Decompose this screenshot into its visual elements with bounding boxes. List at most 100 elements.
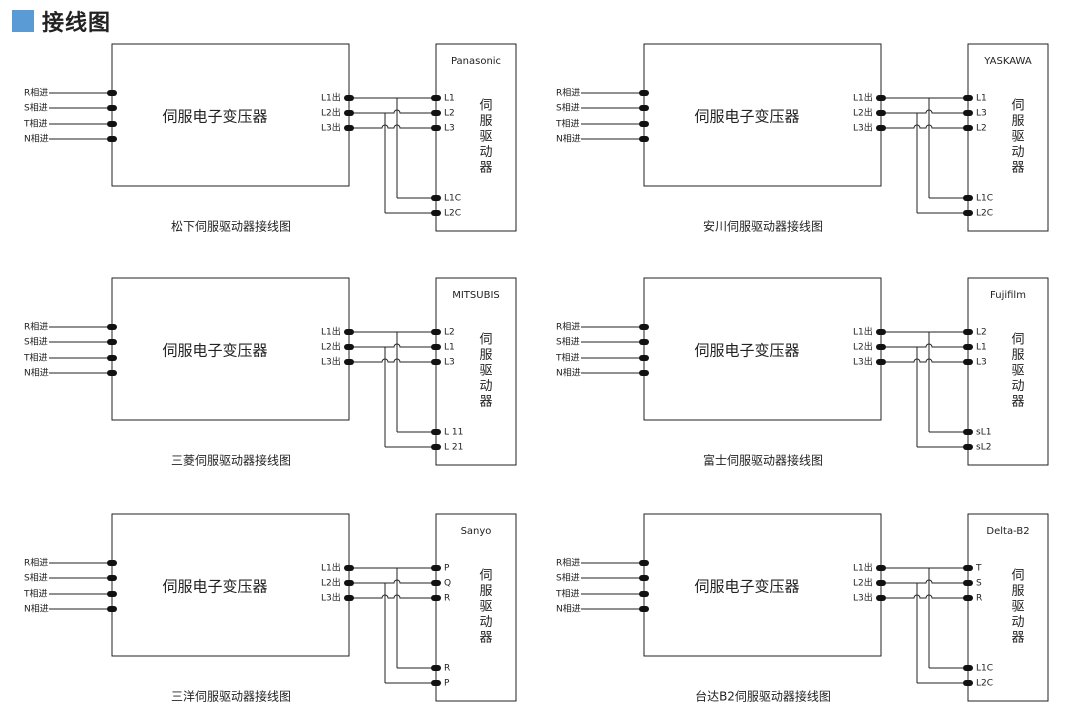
output-terminal: [344, 110, 354, 116]
input-terminal: [107, 339, 117, 345]
input-label: T相进: [555, 352, 580, 364]
driver-label-char: 驱: [1011, 364, 1024, 379]
input-label: T相进: [23, 588, 48, 600]
driver-label-char: 服: [1011, 348, 1024, 363]
output-terminal: [344, 344, 354, 350]
output-label: L1出: [321, 326, 341, 338]
input-terminal: [639, 591, 649, 597]
driver-label-char: 动: [1011, 615, 1024, 630]
input-terminal: [107, 560, 117, 566]
input-label: R相进: [24, 87, 48, 99]
driver-terminal: [963, 125, 973, 131]
control-terminal-label: L 11: [444, 428, 463, 438]
diagram-caption: 松下伺服驱动器接线图: [171, 219, 291, 234]
transformer-label: 伺服电子变压器: [694, 108, 799, 126]
output-wire: [354, 343, 436, 348]
transformer-label: 伺服电子变压器: [694, 342, 799, 360]
driver-terminal: [963, 565, 973, 571]
driver-label-char: 器: [1011, 395, 1024, 410]
output-wire: [886, 124, 968, 129]
input-terminal: [107, 575, 117, 581]
input-label: S相进: [556, 102, 580, 114]
input-terminal: [639, 324, 649, 330]
driver-label-char: 器: [479, 395, 492, 410]
driver-terminal-label: T: [975, 564, 982, 574]
output-label: L3出: [321, 122, 341, 134]
output-terminal: [876, 565, 886, 571]
output-terminal: [876, 359, 886, 365]
driver-terminal: [431, 329, 441, 335]
driver-terminal: [963, 580, 973, 586]
output-terminal: [344, 329, 354, 335]
driver-terminal: [431, 125, 441, 131]
output-label: L3出: [321, 592, 341, 604]
output-label: L2出: [321, 577, 341, 589]
control-terminal: [431, 195, 441, 201]
input-label: N相进: [24, 603, 49, 615]
diagram-caption: 三菱伺服驱动器接线图: [171, 453, 291, 468]
driver-terminal-label: L3: [444, 124, 455, 134]
driver-box: [967, 277, 1049, 466]
output-wire: [886, 579, 968, 584]
input-terminal: [639, 121, 649, 127]
input-label: N相进: [24, 133, 49, 145]
output-label: L3出: [321, 356, 341, 368]
transformer-label: 伺服电子变压器: [694, 578, 799, 596]
input-terminal: [107, 121, 117, 127]
driver-brand-label: YASKAWA: [983, 56, 1032, 67]
input-terminal: [107, 90, 117, 96]
driver-terminal: [431, 95, 441, 101]
input-label: N相进: [556, 603, 581, 615]
driver-terminal: [963, 329, 973, 335]
driver-label-char: 器: [479, 161, 492, 176]
control-terminal-label: L1C: [976, 194, 993, 204]
input-terminal: [639, 339, 649, 345]
output-wire: [354, 109, 436, 114]
output-label: L1出: [853, 92, 873, 104]
driver-label-char: 伺: [479, 569, 492, 584]
output-label: L1出: [321, 92, 341, 104]
output-label: L1出: [853, 562, 873, 574]
driver-box: [967, 43, 1049, 232]
driver-terminal: [963, 110, 973, 116]
driver-terminal: [963, 359, 973, 365]
output-terminal: [344, 595, 354, 601]
input-label: S相进: [24, 572, 48, 584]
driver-terminal-label: P: [444, 564, 450, 574]
driver-brand-label: MITSUBIS: [452, 290, 500, 301]
input-terminal: [639, 136, 649, 142]
driver-brand-label: Fujifilm: [990, 290, 1026, 301]
driver-terminal-label: R: [976, 594, 982, 604]
output-label: L3出: [853, 592, 873, 604]
driver-label-char: 伺: [479, 333, 492, 348]
driver-label-char: 服: [479, 348, 492, 363]
control-terminal: [431, 665, 441, 671]
driver-terminal: [431, 595, 441, 601]
driver-terminal-label: L2: [976, 124, 987, 134]
output-terminal: [876, 344, 886, 350]
input-label: R相进: [24, 557, 48, 569]
control-terminal: [963, 195, 973, 201]
input-label: S相进: [556, 336, 580, 348]
driver-label-char: 器: [479, 631, 492, 646]
driver-terminal-label: S: [976, 579, 982, 589]
output-terminal: [876, 125, 886, 131]
output-label: L3出: [853, 356, 873, 368]
input-terminal: [639, 355, 649, 361]
output-label: L2出: [853, 107, 873, 119]
driver-box: [967, 513, 1049, 702]
input-terminal: [107, 370, 117, 376]
driver-label-char: 服: [479, 114, 492, 129]
input-label: N相进: [556, 133, 581, 145]
control-terminal-label: sL1: [976, 428, 991, 438]
transformer-label: 伺服电子变压器: [162, 342, 267, 360]
driver-terminal-label: Q: [444, 579, 451, 589]
control-terminal: [431, 680, 441, 686]
diagram-caption: 安川伺服驱动器接线图: [703, 219, 823, 234]
driver-label-char: 服: [479, 584, 492, 599]
control-terminal-label: sL2: [976, 443, 991, 453]
driver-terminal: [963, 595, 973, 601]
input-label: S相进: [556, 572, 580, 584]
